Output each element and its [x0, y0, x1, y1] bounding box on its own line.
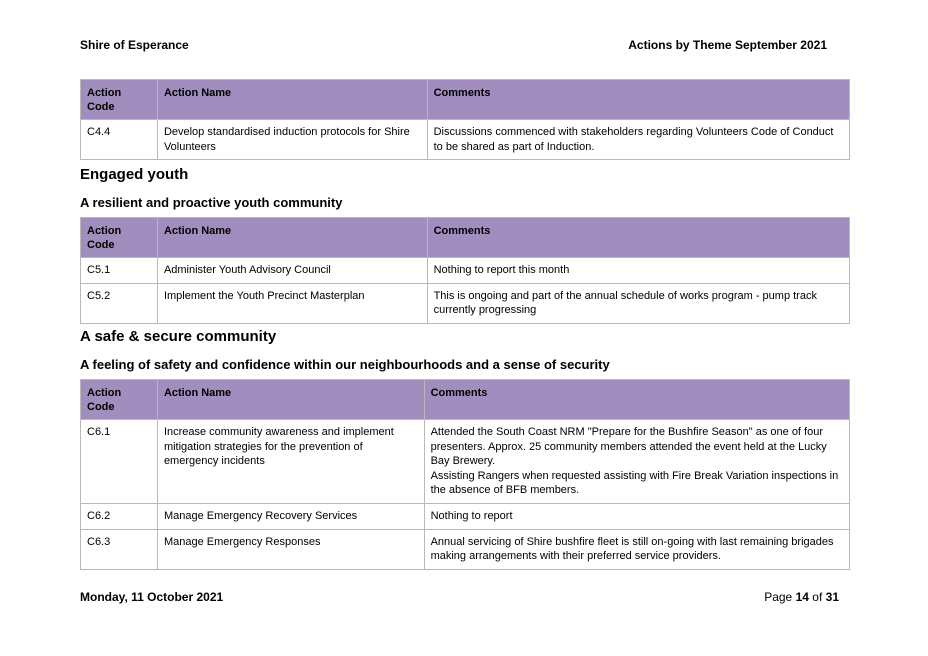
column-header-code: Action Code	[80, 79, 158, 120]
header-report-title: Actions by Theme September 2021	[628, 38, 827, 52]
action-code: C6.3	[80, 528, 158, 570]
table-header-row: Action Code Action Name Comments	[80, 217, 851, 258]
action-comments: Nothing to report this month	[426, 257, 851, 284]
column-header-name: Action Name	[156, 217, 428, 258]
action-name: Increase community awareness and impleme…	[156, 419, 425, 504]
table-row: C5.1 Administer Youth Advisory Council N…	[80, 257, 851, 284]
column-header-name: Action Name	[156, 379, 425, 420]
footer-page-number: Page 14 of 31	[764, 590, 839, 604]
table-row: C4.4 Develop standardised induction prot…	[80, 118, 851, 161]
table-row: C6.3 Manage Emergency Responses Annual s…	[80, 528, 851, 570]
section-heading-engaged-youth: Engaged youth	[80, 166, 189, 183]
action-name: Manage Emergency Responses	[156, 528, 425, 570]
action-code: C4.4	[80, 118, 158, 161]
table-header-row: Action Code Action Name Comments	[80, 79, 851, 120]
header-organisation: Shire of Esperance	[80, 38, 189, 52]
page-total: 31	[825, 590, 839, 604]
table-row: C6.2 Manage Emergency Recovery Services …	[80, 502, 851, 530]
actions-table-volunteers: Action Code Action Name Comments C4.4 De…	[80, 79, 851, 161]
column-header-comments: Comments	[426, 217, 851, 258]
action-name: Develop standardised induction protocols…	[156, 118, 428, 161]
action-comments: Attended the South Coast NRM "Prepare fo…	[423, 419, 851, 504]
action-comments: Nothing to report	[423, 502, 851, 530]
footer-date: Monday, 11 October 2021	[80, 590, 224, 604]
action-comments: This is ongoing and part of the annual s…	[426, 282, 851, 324]
section-subheading-safety: A feeling of safety and confidence withi…	[80, 357, 610, 372]
column-header-code: Action Code	[80, 217, 158, 258]
section-subheading-youth: A resilient and proactive youth communit…	[80, 195, 343, 210]
action-name: Manage Emergency Recovery Services	[156, 502, 425, 530]
column-header-code: Action Code	[80, 379, 158, 420]
table-row: C5.2 Implement the Youth Precinct Master…	[80, 282, 851, 324]
action-comments: Discussions commenced with stakeholders …	[426, 118, 851, 161]
action-comments: Annual servicing of Shire bushfire fleet…	[423, 528, 851, 570]
table-row: C6.1 Increase community awareness and im…	[80, 419, 851, 504]
action-code: C6.2	[80, 502, 158, 530]
action-code: C6.1	[80, 419, 158, 504]
page-current: 14	[795, 590, 809, 604]
section-heading-safe-secure: A safe & secure community	[80, 328, 277, 345]
actions-table-youth: Action Code Action Name Comments C5.1 Ad…	[80, 217, 851, 324]
column-header-comments: Comments	[423, 379, 851, 420]
action-code: C5.1	[80, 257, 158, 284]
action-name: Administer Youth Advisory Council	[156, 257, 428, 284]
page-of: of	[812, 590, 823, 604]
action-name: Implement the Youth Precinct Masterplan	[156, 282, 428, 324]
column-header-name: Action Name	[156, 79, 428, 120]
table-header-row: Action Code Action Name Comments	[80, 379, 851, 420]
column-header-comments: Comments	[426, 79, 851, 120]
action-code: C5.2	[80, 282, 158, 324]
actions-table-safety: Action Code Action Name Comments C6.1 In…	[80, 379, 851, 570]
page-prefix: Page	[764, 590, 793, 604]
